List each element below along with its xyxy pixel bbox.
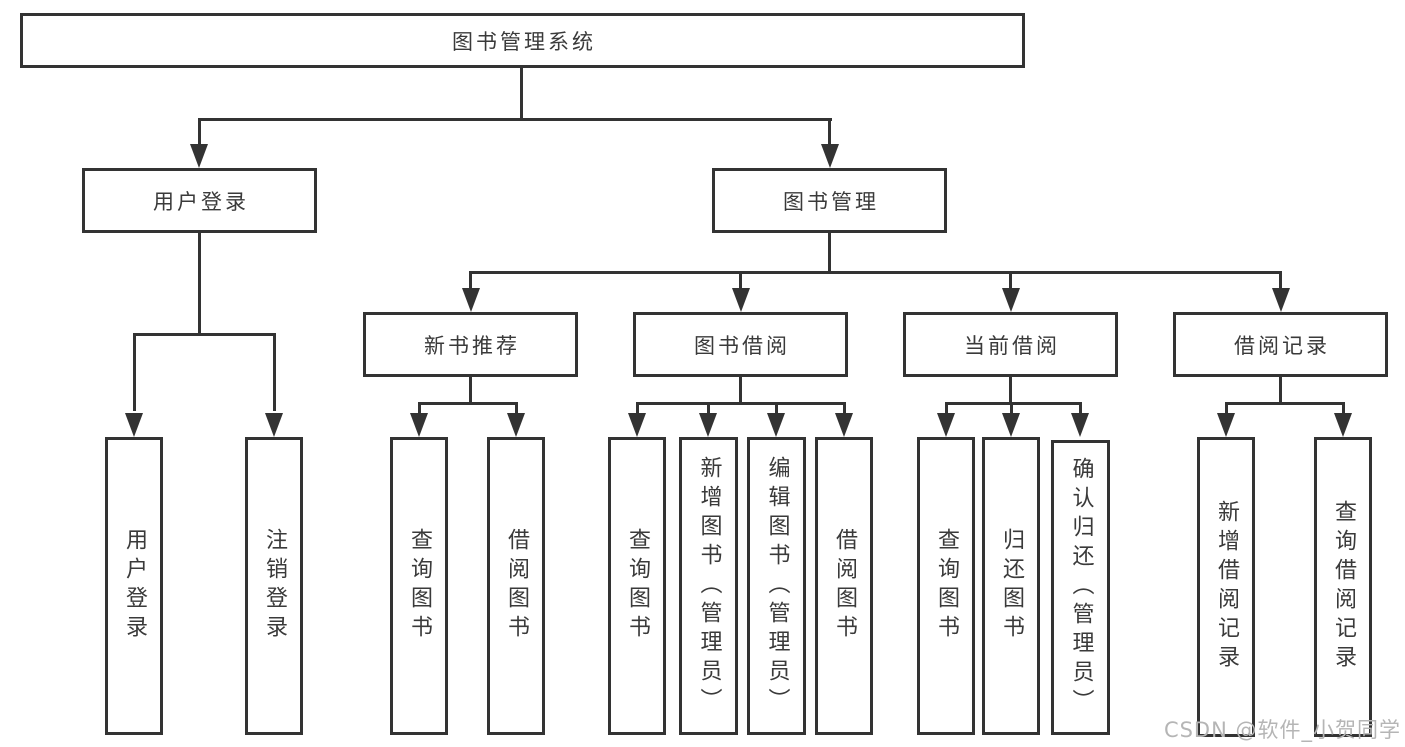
leaf-label: 借阅图书 — [504, 528, 529, 644]
leaf-query-books-current: 查询图书 — [917, 437, 975, 735]
leaf-label: 查询图书 — [625, 528, 650, 644]
leaf-label: 查询图书 — [407, 528, 432, 644]
leaf-query-books-borrow: 查询图书 — [608, 437, 666, 735]
arrowhead-down-icon — [937, 413, 955, 437]
leaf-add-books-admin: 新增图书（管理员） — [679, 437, 738, 735]
connector-line — [636, 402, 846, 405]
leaf-confirm-return-admin: 确认归还（管理员） — [1051, 440, 1110, 735]
connector-line — [1225, 402, 1345, 405]
connector-line — [133, 333, 136, 411]
node-book-management: 图书管理 — [712, 168, 947, 233]
leaf-user-login: 用户登录 — [105, 437, 163, 735]
leaf-label: 新增借阅记录 — [1214, 500, 1239, 674]
leaf-add-borrow-record: 新增借阅记录 — [1197, 437, 1255, 737]
connector-line — [198, 233, 201, 336]
leaf-logout: 注销登录 — [245, 437, 303, 735]
connector-line — [707, 402, 710, 414]
arrowhead-down-icon — [507, 413, 525, 437]
node-current-borrow: 当前借阅 — [903, 312, 1118, 377]
connector-line — [775, 402, 778, 414]
node-new-book-recommend: 新书推荐 — [363, 312, 578, 377]
leaf-edit-books-admin: 编辑图书（管理员） — [747, 437, 806, 735]
connector-line — [198, 118, 832, 121]
leaf-label: 编辑图书（管理员） — [764, 455, 790, 717]
arrowhead-down-icon — [821, 144, 839, 168]
connector-line — [1010, 402, 1013, 414]
leaf-borrow-books: 借阅图书 — [815, 437, 873, 735]
leaf-borrow-books-recommend: 借阅图书 — [487, 437, 545, 735]
leaf-label: 查询图书 — [934, 528, 959, 644]
leaf-label: 归还图书 — [999, 528, 1024, 644]
connector-line — [469, 271, 1282, 274]
arrowhead-down-icon — [265, 413, 283, 437]
arrowhead-down-icon — [628, 413, 646, 437]
arrowhead-down-icon — [1002, 288, 1020, 312]
connector-line — [1079, 402, 1082, 414]
csdn-watermark: CSDN @软件_小贺同学 — [1163, 718, 1401, 742]
connector-line — [1225, 402, 1228, 414]
arrowhead-down-icon — [835, 413, 853, 437]
node-book-borrow: 图书借阅 — [633, 312, 848, 377]
arrowhead-down-icon — [1217, 413, 1235, 437]
node-user-login: 用户登录 — [82, 168, 317, 233]
connector-line — [520, 68, 523, 118]
connector-line — [469, 377, 472, 405]
connector-line — [133, 333, 276, 336]
leaf-label: 查询借阅记录 — [1331, 500, 1356, 674]
leaf-label: 新增图书（管理员） — [696, 455, 722, 717]
connector-line — [418, 402, 518, 405]
leaf-return-books: 归还图书 — [982, 437, 1040, 735]
arrowhead-down-icon — [767, 413, 785, 437]
arrowhead-down-icon — [1002, 413, 1020, 437]
leaf-label: 注销登录 — [262, 528, 287, 644]
connector-line — [1009, 377, 1012, 405]
connector-line — [1279, 271, 1282, 291]
connector-line — [636, 402, 639, 414]
connector-line — [273, 333, 276, 411]
arrowhead-down-icon — [190, 144, 208, 168]
connector-line — [739, 377, 742, 405]
leaf-query-borrow-record: 查询借阅记录 — [1314, 437, 1372, 737]
node-root: 图书管理系统 — [20, 13, 1025, 68]
connector-line — [828, 233, 831, 273]
connector-line — [469, 271, 472, 291]
connector-line — [828, 118, 831, 148]
connector-line — [739, 271, 742, 291]
leaf-label: 用户登录 — [122, 528, 147, 644]
connector-line — [418, 402, 421, 414]
arrowhead-down-icon — [1334, 413, 1352, 437]
arrowhead-down-icon — [410, 413, 428, 437]
arrowhead-down-icon — [1272, 288, 1290, 312]
connector-line — [198, 118, 201, 148]
connector-line — [1342, 402, 1345, 414]
leaf-query-books-recommend: 查询图书 — [390, 437, 448, 735]
leaf-label: 借阅图书 — [832, 528, 857, 644]
connector-line — [843, 402, 846, 414]
connector-line — [945, 402, 1082, 405]
arrowhead-down-icon — [699, 413, 717, 437]
arrowhead-down-icon — [462, 288, 480, 312]
arrowhead-down-icon — [1071, 413, 1089, 437]
arrowhead-down-icon — [732, 288, 750, 312]
connector-line — [1279, 377, 1282, 405]
node-borrow-records: 借阅记录 — [1173, 312, 1388, 377]
connector-line — [945, 402, 948, 414]
connector-line — [515, 402, 518, 414]
leaf-label: 确认归还（管理员） — [1068, 457, 1094, 718]
arrowhead-down-icon — [125, 413, 143, 437]
connector-line — [1009, 271, 1012, 291]
